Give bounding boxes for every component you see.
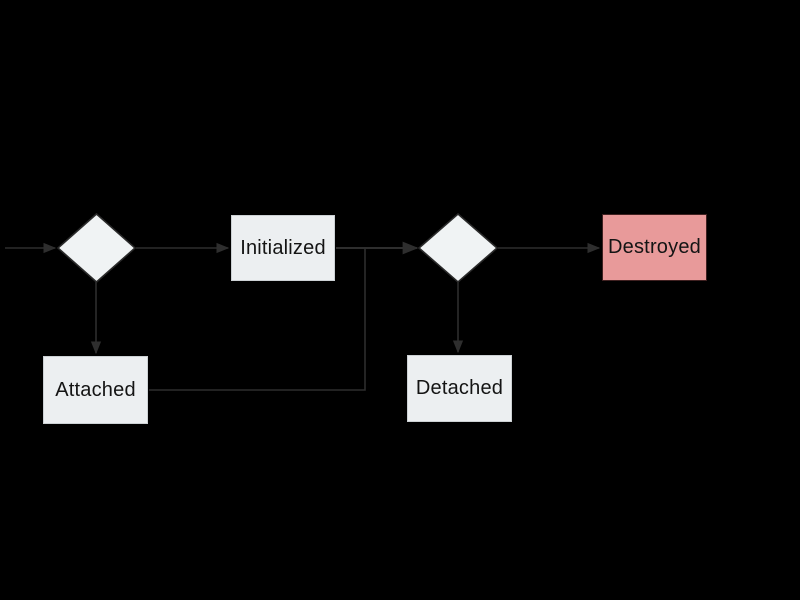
node-destroyed: Destroyed xyxy=(602,214,707,281)
node-attached-label: Attached xyxy=(55,378,136,401)
node-decision-1 xyxy=(56,212,137,284)
node-initialized: Initialized xyxy=(231,215,335,281)
edge-attached-to-decision2 xyxy=(149,248,366,391)
node-decision-2 xyxy=(417,212,499,284)
node-detached: Detached xyxy=(407,355,512,422)
node-destroyed-label: Destroyed xyxy=(608,236,701,258)
node-attached: Attached xyxy=(43,356,148,424)
node-initialized-label: Initialized xyxy=(240,236,326,259)
node-detached-label: Detached xyxy=(415,377,504,399)
